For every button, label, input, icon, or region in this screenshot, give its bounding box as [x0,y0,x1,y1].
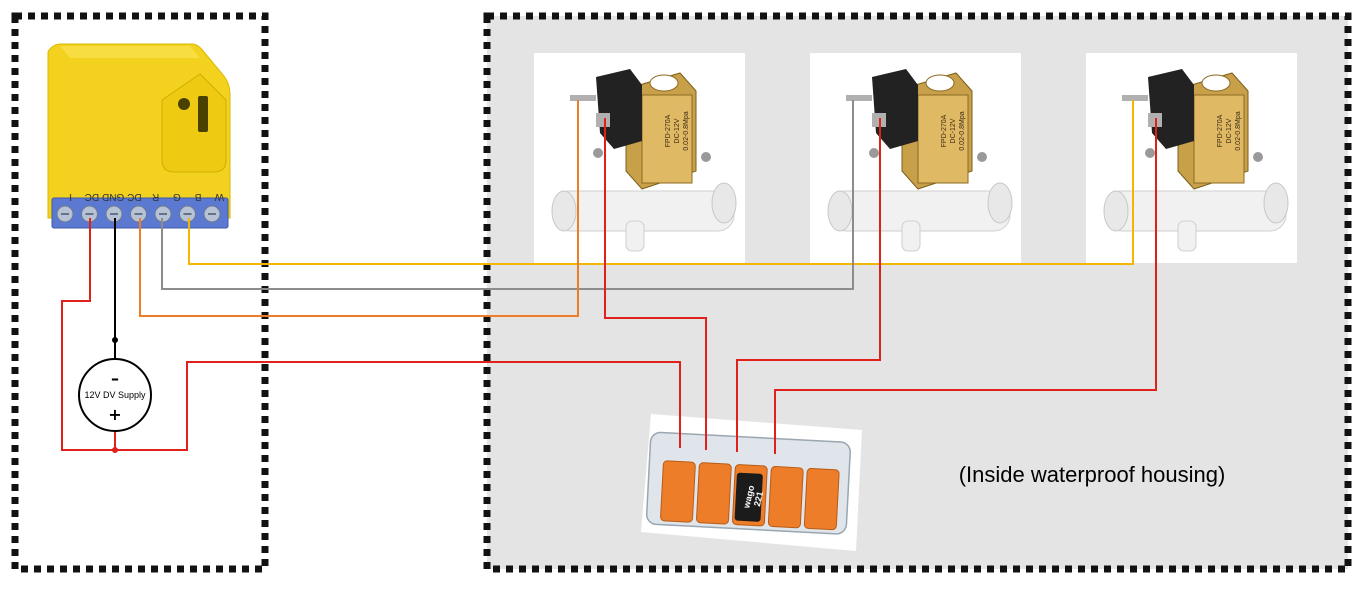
terminal-label: G [173,191,181,202]
wago-lever-2 [696,462,732,525]
valve-pressure: 0.02-0.8Mpa [683,111,690,150]
controller-top-face [60,46,200,58]
terminal-screws [56,205,221,223]
wago-brand-badge [734,472,763,522]
valve-model: FPD-270A [1217,114,1224,147]
valve-wire-tails [577,100,1157,263]
valve-outlet [711,182,737,224]
supply-minus-sign: – [111,369,119,388]
valve-voltage: DC-12V [950,118,957,143]
wago-lever-1 [660,460,696,523]
valve-coil-front [917,94,969,184]
valve-terminal-b [596,113,610,127]
terminal-label: GND [102,191,124,202]
valve-terminal-a [1122,95,1148,101]
terminal-label: W [214,191,224,202]
valve-stem [625,220,645,252]
valve-screw-a [869,148,879,158]
valve-connector [1148,69,1194,149]
valve-screw-b [1253,152,1263,162]
valve-outlet [987,182,1013,224]
controller-module [47,43,231,229]
wago-lever-4 [767,466,804,529]
valve-terminal-a [570,95,596,101]
valve-coil-front [641,94,693,184]
wago-wire-ends [679,318,776,454]
valve-pressure: 0.02-0.8Mpa [1235,111,1242,150]
valve-terminal-a [846,95,872,101]
wago-connector: wago 221 [641,414,862,551]
solenoid-valve-3: FPD-270A DC-12V 0.02-0.8Mpa [1103,69,1289,252]
valve-model: FPD-270A [665,114,672,147]
terminal-label: R [152,191,159,202]
solenoid-valve-2: FPD-270A DC-12V 0.02-0.8Mpa [827,69,1013,252]
valve-pressure: 0.02-0.8Mpa [959,111,966,150]
power-supply: – 12V DV Supply + [78,358,152,432]
valve-inlet [551,190,577,232]
valve-coil-front [1193,94,1245,184]
valve-connector [596,69,642,149]
controller-cable-tab [161,73,227,173]
valve-coil-top [649,74,679,92]
terminal-label: B [194,191,201,202]
valve-coil-top [1201,74,1231,92]
junction-dot-top [112,337,118,343]
valve-stem [1177,220,1197,252]
valve-coil-top [925,74,955,92]
solenoid-valve-1: FPD-270A DC-12V 0.02-0.8Mpa [551,69,737,252]
power-supply-circle [78,358,152,432]
valve-screw-a [593,148,603,158]
wire-dc-red [61,218,115,451]
valve-model: FPD-270A [941,114,948,147]
supply-plus-sign: + [108,405,121,424]
wago-lever-5 [803,467,840,531]
controller-tab-hole [178,98,190,110]
valve-inlet [1103,190,1129,232]
valve-outlet [1263,182,1289,224]
housing-note: (Inside waterproof housing) [959,462,1226,487]
supply-label: 12V DV Supply [84,390,146,400]
terminal-label: DC [85,191,99,202]
valve-voltage: DC-12V [674,118,681,143]
valve-screw-b [977,152,987,162]
wago-model: 221 [752,490,765,507]
terminal-label: I [69,191,72,202]
valve-voltage: DC-12V [1226,118,1233,143]
terminal-label: DC [127,191,141,202]
valve-stem [901,220,921,252]
valve-connector [872,69,918,149]
controller-tab-slot [198,96,208,132]
valve-inlet [827,190,853,232]
valve-screw-a [1145,148,1155,158]
junction-dot-bottom [112,447,118,453]
valve-screw-b [701,152,711,162]
